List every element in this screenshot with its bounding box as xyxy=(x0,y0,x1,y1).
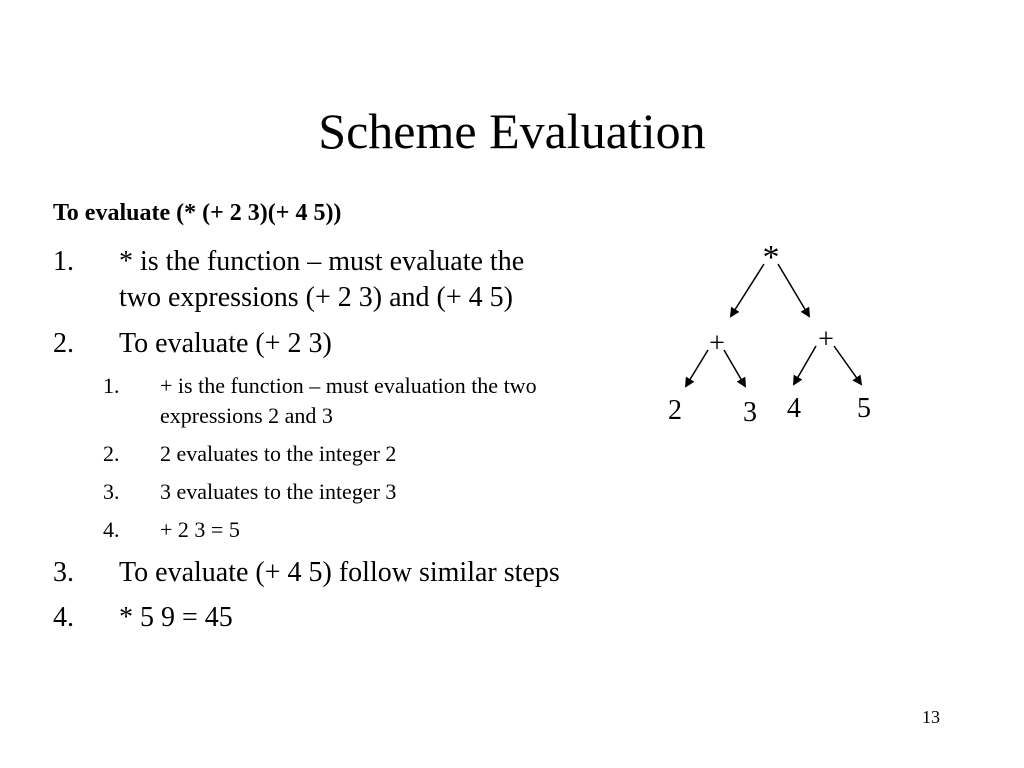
edge-root-right xyxy=(777,263,811,318)
tree-root-node: * xyxy=(763,239,780,276)
edge-right-5 xyxy=(833,345,863,386)
slide-number: 13 xyxy=(922,707,940,727)
intro-line: To evaluate (* (+ 2 3)(+ 4 5)) xyxy=(53,200,342,226)
step-1-line-1: * is the function – must evaluate the xyxy=(119,246,525,277)
substep-3-number: 3. xyxy=(103,479,120,504)
step-1-line-2: two expressions (+ 2 3) and (+ 4 5) xyxy=(119,282,513,313)
step-3-number: 3. xyxy=(53,557,74,588)
tree-right-op-node: + xyxy=(818,324,834,355)
edge-right-4 xyxy=(792,345,817,386)
substep-2-line-1: 2 evaluates to the integer 2 xyxy=(160,441,397,466)
edge-root-left xyxy=(729,263,765,318)
substep-4-line-1: + 2 3 = 5 xyxy=(160,517,240,542)
slide-title: Scheme Evaluation xyxy=(318,103,706,159)
substep-4-number: 4. xyxy=(103,517,120,542)
edge-left-2 xyxy=(684,349,709,388)
tree-leaf-2: 2 xyxy=(668,395,682,426)
step-4-number: 4. xyxy=(53,602,74,633)
substep-1-number: 1. xyxy=(103,373,120,398)
step-3-line-1: To evaluate (+ 4 5) follow similar steps xyxy=(119,557,560,588)
edge-left-3 xyxy=(723,349,747,388)
tree-leaf-4: 4 xyxy=(787,393,801,424)
substep-2-number: 2. xyxy=(103,441,120,466)
step-1-number: 1. xyxy=(53,246,74,277)
step-2-line-1: To evaluate (+ 2 3) xyxy=(119,328,332,359)
substep-1-line-1: + is the function – must evaluation the … xyxy=(160,373,537,398)
tree-edges xyxy=(684,263,863,388)
step-2-number: 2. xyxy=(53,328,74,359)
tree-left-op-node: + xyxy=(709,328,725,359)
substep-3-line-1: 3 evaluates to the integer 3 xyxy=(160,479,397,504)
tree-leaf-5: 5 xyxy=(857,393,871,424)
substep-1-line-2: expressions 2 and 3 xyxy=(160,403,333,428)
step-4-line-1: * 5 9 = 45 xyxy=(119,602,233,633)
tree-leaf-3: 3 xyxy=(743,397,757,428)
